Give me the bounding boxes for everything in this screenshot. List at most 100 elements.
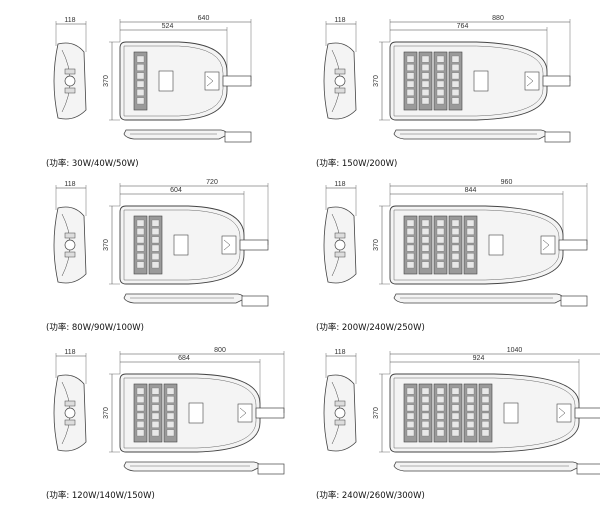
led-chip <box>166 404 175 412</box>
power-caption: (功率: 80W/90W/100W) <box>46 322 144 333</box>
side-connector <box>64 68 76 75</box>
led-chip <box>451 412 460 420</box>
front-profile-outline <box>123 293 245 304</box>
led-chip <box>421 396 430 403</box>
power-caption: (功率: 30W/40W/50W) <box>46 158 139 169</box>
led-chip <box>481 421 490 428</box>
led-chip <box>421 261 430 269</box>
housing-inner-edge <box>123 377 257 449</box>
led-chip <box>406 236 415 244</box>
led-chip <box>406 261 415 269</box>
led-chip <box>151 396 160 403</box>
led-chip <box>451 387 460 395</box>
led-chip <box>481 429 490 437</box>
led-chip <box>136 64 145 71</box>
led-chip <box>136 244 145 252</box>
driver-cover <box>158 70 174 92</box>
body-length-label: 844 <box>465 187 477 194</box>
led-chip <box>136 228 145 235</box>
led-chip <box>151 429 160 437</box>
height-label: 370 <box>103 75 110 87</box>
led-chip <box>436 421 445 428</box>
led-chip <box>421 404 430 412</box>
led-chip <box>166 387 175 395</box>
led-chip <box>466 421 475 428</box>
led-chip <box>421 97 430 105</box>
led-chip <box>136 219 145 227</box>
clamp-mark <box>223 239 231 251</box>
led-chip <box>151 219 160 227</box>
pole-arm <box>558 239 588 251</box>
height-label: 370 <box>373 239 380 251</box>
led-chip <box>466 412 475 420</box>
led-chip <box>421 253 430 260</box>
led-chip <box>166 429 175 437</box>
led-chip <box>466 244 475 252</box>
pole-clamp <box>237 403 253 423</box>
side-connector <box>334 68 346 75</box>
side-connector <box>64 87 76 94</box>
front-profile-outline <box>393 293 564 304</box>
side-connector <box>334 419 346 426</box>
led-chip <box>406 55 415 63</box>
side-connector <box>334 251 346 258</box>
pole-arm <box>542 75 571 87</box>
led-chip <box>406 64 415 71</box>
driver-cover <box>188 402 204 424</box>
housing-inner-edge <box>393 45 544 117</box>
led-chip <box>136 72 145 80</box>
led-chip <box>136 80 145 88</box>
led-chip <box>451 97 460 105</box>
led-chip <box>451 89 460 96</box>
led-chip <box>151 236 160 244</box>
front-view <box>393 129 571 143</box>
side-view: 118 <box>323 349 357 452</box>
led-chip <box>421 64 430 71</box>
led-chip <box>451 80 460 88</box>
mount-bolt-icon <box>64 75 76 87</box>
led-chip <box>451 421 460 428</box>
pole-clamp <box>204 71 220 91</box>
led-chip <box>481 387 490 395</box>
led-chip <box>166 412 175 420</box>
power-caption: (功率: 240W/260W/300W) <box>316 490 425 501</box>
driver-cover <box>503 402 519 424</box>
driver-cover <box>173 234 189 256</box>
led-chip <box>436 412 445 420</box>
front-profile-outline <box>123 129 228 140</box>
led-chip <box>136 421 145 428</box>
side-width-label: 118 <box>334 17 345 24</box>
side-view: 118 <box>323 181 357 284</box>
led-chip <box>406 421 415 428</box>
led-chip <box>136 412 145 420</box>
led-chip <box>436 253 445 260</box>
side-view: 118 <box>323 17 357 120</box>
led-chip <box>421 244 430 252</box>
front-view <box>123 129 252 143</box>
led-chip <box>436 64 445 71</box>
side-connector <box>334 87 346 94</box>
led-chip <box>136 429 145 437</box>
pole-arm <box>239 239 269 251</box>
front-profile-outline <box>123 461 261 472</box>
led-chip <box>481 412 490 420</box>
side-width-label: 118 <box>334 181 345 188</box>
overall-length-label: 1040 <box>507 347 523 354</box>
front-view <box>393 461 600 475</box>
led-chip <box>151 412 160 420</box>
led-chip <box>436 396 445 403</box>
led-chip <box>421 72 430 80</box>
led-chip <box>466 404 475 412</box>
led-chip <box>406 228 415 235</box>
led-chip <box>436 72 445 80</box>
body-length-label: 604 <box>170 187 182 194</box>
driver-cover <box>488 234 504 256</box>
led-chip <box>466 387 475 395</box>
led-chip <box>466 228 475 235</box>
